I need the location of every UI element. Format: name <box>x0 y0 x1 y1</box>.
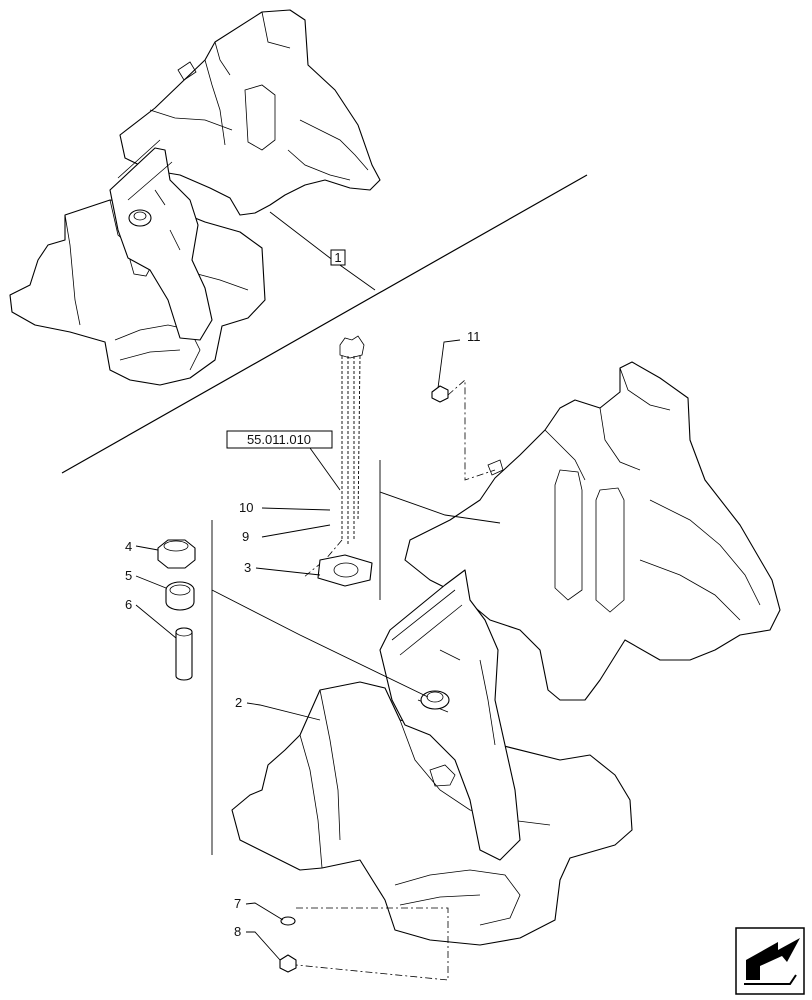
tank-assembly-exploded <box>231 361 781 946</box>
callouts: 55.011.010 11 10 9 3 4 5 6 2 7 8 <box>125 329 481 961</box>
section-divider-line <box>61 174 588 474</box>
callout-9: 9 <box>242 529 249 544</box>
callout-4: 4 <box>125 539 132 554</box>
callout-8: 8 <box>234 924 241 939</box>
tank-assembly-overview <box>9 9 381 386</box>
callout-3: 3 <box>244 560 251 575</box>
next-page-arrow-icon[interactable] <box>735 927 805 995</box>
reference-callout-1: 1 <box>269 211 376 291</box>
washer-and-nut-7-8 <box>279 907 449 981</box>
callout-2: 2 <box>235 695 242 710</box>
callout-6: 6 <box>125 597 132 612</box>
callout-10: 10 <box>239 500 253 515</box>
reference-box-label: 1 <box>334 250 341 265</box>
callout-5: 5 <box>125 568 132 583</box>
reference-code-label: 55.011.010 <box>247 432 311 447</box>
callout-7: 7 <box>234 896 241 911</box>
fuel-sender-unit <box>302 335 373 587</box>
bolt-part-11 <box>431 379 496 481</box>
filler-cap-assembly <box>157 539 196 681</box>
callout-11: 11 <box>467 329 481 344</box>
